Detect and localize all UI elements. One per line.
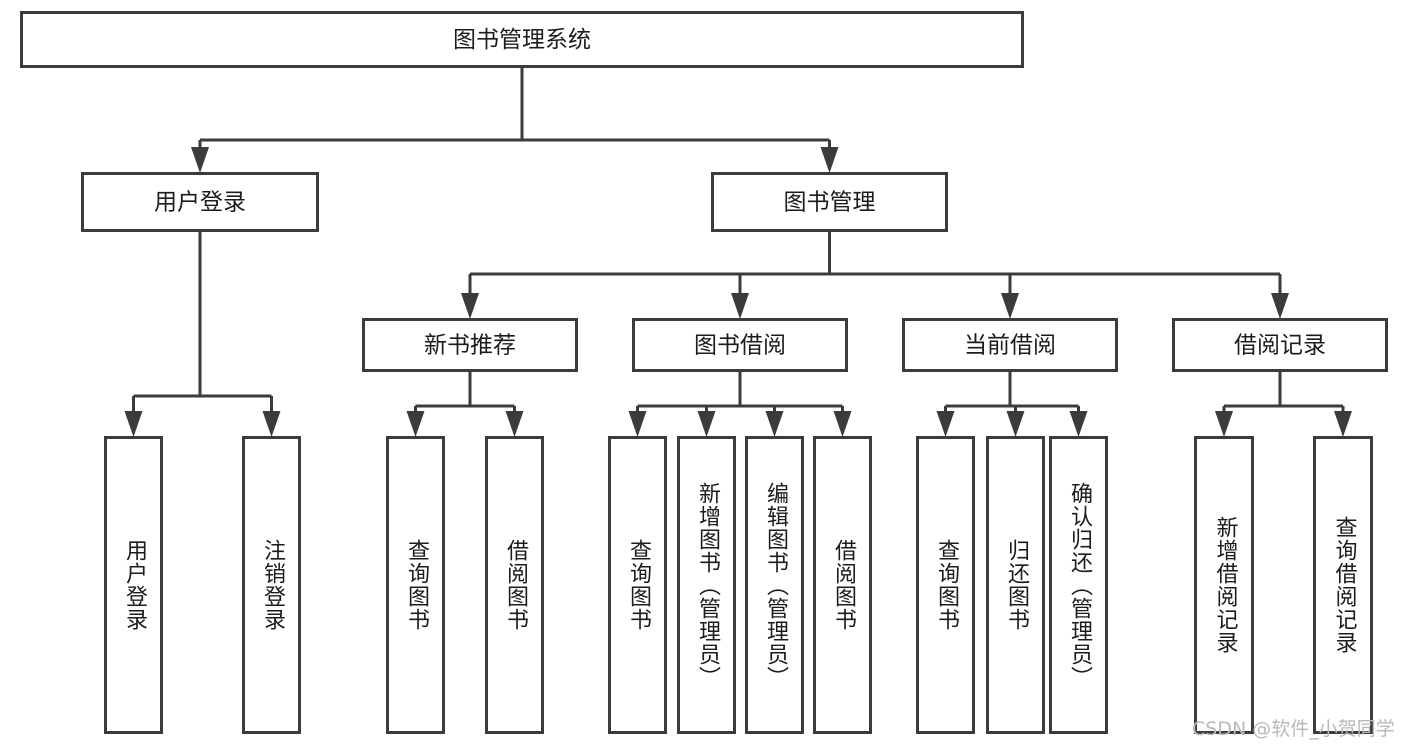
arrow-head-leaf-add-book — [697, 411, 716, 437]
node-label-book-borrow: 图书借阅 — [694, 333, 786, 359]
connector-layer — [124, 68, 1352, 437]
arrow-head-leaf-edit-book — [765, 411, 784, 437]
node-box-leaf-query-borrow-rec[interactable] — [1313, 436, 1373, 734]
arrow-head-leaf-add-borrow-rec — [1215, 411, 1233, 437]
node-box-leaf-edit-book[interactable] — [745, 436, 804, 734]
node-box-leaf-query-book-1[interactable] — [386, 436, 445, 734]
node-box-leaf-query-book-3[interactable] — [916, 436, 975, 734]
arrow-head-user-login — [191, 147, 209, 173]
arrow-head-current-borrow — [1001, 293, 1019, 319]
arrow-head-leaf-user-login — [124, 411, 143, 437]
node-box-book-borrow[interactable] — [632, 318, 848, 372]
node-box-new-book-recommend[interactable] — [362, 318, 578, 372]
node-box-leaf-user-logout[interactable] — [242, 436, 301, 734]
node-box-leaf-confirm-return[interactable] — [1049, 436, 1108, 734]
arrow-head-leaf-query-book-2 — [628, 411, 647, 437]
node-box-leaf-borrow-book-1[interactable] — [485, 436, 544, 734]
arrow-head-book-management — [820, 147, 839, 173]
node-label-root: 图书管理系统 — [453, 27, 591, 53]
arrow-head-leaf-borrow-book-2 — [833, 411, 852, 437]
node-box-user-login[interactable] — [81, 172, 319, 232]
node-box-leaf-return-book[interactable] — [986, 436, 1045, 734]
node-label-current-borrow: 当前借阅 — [964, 333, 1056, 359]
node-label-borrow-record: 借阅记录 — [1234, 333, 1326, 359]
node-box-leaf-borrow-book-2[interactable] — [813, 436, 872, 734]
arrow-head-borrow-record — [1271, 293, 1289, 319]
arrow-head-leaf-user-logout — [262, 411, 281, 437]
node-box-layer — [20, 11, 1388, 734]
arrow-head-leaf-query-borrow-rec — [1334, 411, 1352, 437]
node-box-leaf-user-login[interactable] — [104, 436, 163, 734]
csdn-watermark: CSDN @软件_小贺同学 — [1192, 718, 1395, 740]
arrow-head-leaf-return-book — [1006, 411, 1025, 437]
node-box-leaf-query-book-2[interactable] — [608, 436, 667, 734]
arrow-head-book-borrow — [731, 293, 749, 319]
arrow-head-leaf-query-book-3 — [936, 411, 955, 437]
node-label-book-management: 图书管理 — [784, 190, 876, 216]
node-label-new-book-recommend: 新书推荐 — [424, 333, 516, 359]
node-label-user-login: 用户登录 — [154, 190, 246, 216]
node-box-borrow-record[interactable] — [1172, 318, 1388, 372]
arrow-head-new-book-recommend — [461, 293, 479, 319]
arrow-head-leaf-confirm-return — [1069, 411, 1088, 437]
node-box-leaf-add-book[interactable] — [677, 436, 736, 734]
arrow-head-leaf-borrow-book-1 — [505, 411, 524, 437]
arrow-head-leaf-query-book-1 — [406, 411, 425, 437]
node-box-leaf-add-borrow-rec[interactable] — [1194, 436, 1254, 734]
node-box-book-management[interactable] — [711, 172, 948, 232]
node-box-root[interactable] — [20, 11, 1024, 68]
node-box-current-borrow[interactable] — [902, 318, 1118, 372]
